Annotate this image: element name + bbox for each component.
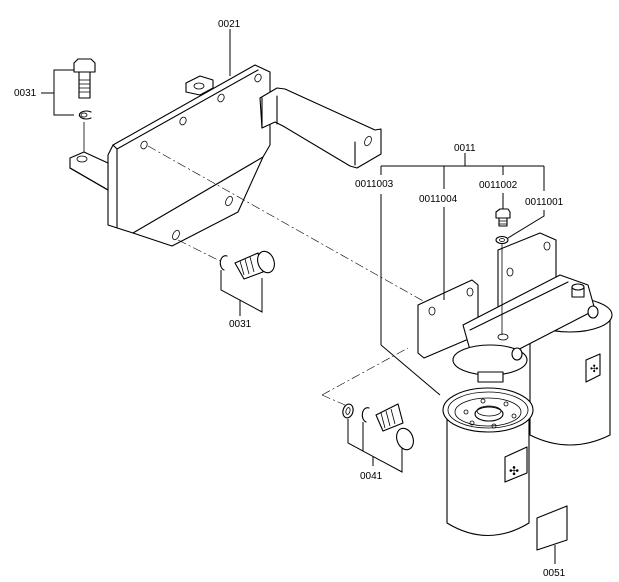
label-0031-bottom[interactable]: 0031 <box>229 319 252 330</box>
leader-0041 <box>347 419 403 473</box>
centerline-lower <box>177 239 223 263</box>
label-0011001[interactable]: 0011001 <box>525 197 564 208</box>
centerline-upper <box>147 145 426 303</box>
label-0041[interactable]: 0041 <box>360 471 383 482</box>
leader-0011 <box>380 153 545 396</box>
leader-0031-bottom <box>220 270 263 313</box>
mitsubishi-logo-icon: ✣ <box>509 464 519 478</box>
bolt-set-top[interactable] <box>73 58 96 152</box>
filter-cartridge[interactable]: ✣ <box>442 387 534 537</box>
label-0011[interactable]: 0011 <box>454 143 476 154</box>
mounting-bracket[interactable] <box>69 64 382 247</box>
label-0011004[interactable]: 0011004 <box>419 194 458 205</box>
label-0011002[interactable]: 0011002 <box>479 180 518 191</box>
mitsubishi-logo-icon: ✣ <box>590 364 598 375</box>
label-0031-top[interactable]: 0031 <box>14 88 37 99</box>
label-sticker[interactable] <box>536 505 568 551</box>
bolt-set-bottom[interactable] <box>219 249 277 280</box>
label-0021[interactable]: 0021 <box>218 19 241 30</box>
bolt-set-filter[interactable] <box>341 403 416 452</box>
plug-bolt-0011002[interactable] <box>495 208 511 227</box>
leader-0031-top <box>53 69 74 116</box>
label-0011003[interactable]: 0011003 <box>355 179 394 190</box>
filter-head[interactable]: ✣ <box>417 232 613 446</box>
washer-0011001[interactable] <box>495 235 509 245</box>
label-0051[interactable]: 0051 <box>543 568 566 579</box>
